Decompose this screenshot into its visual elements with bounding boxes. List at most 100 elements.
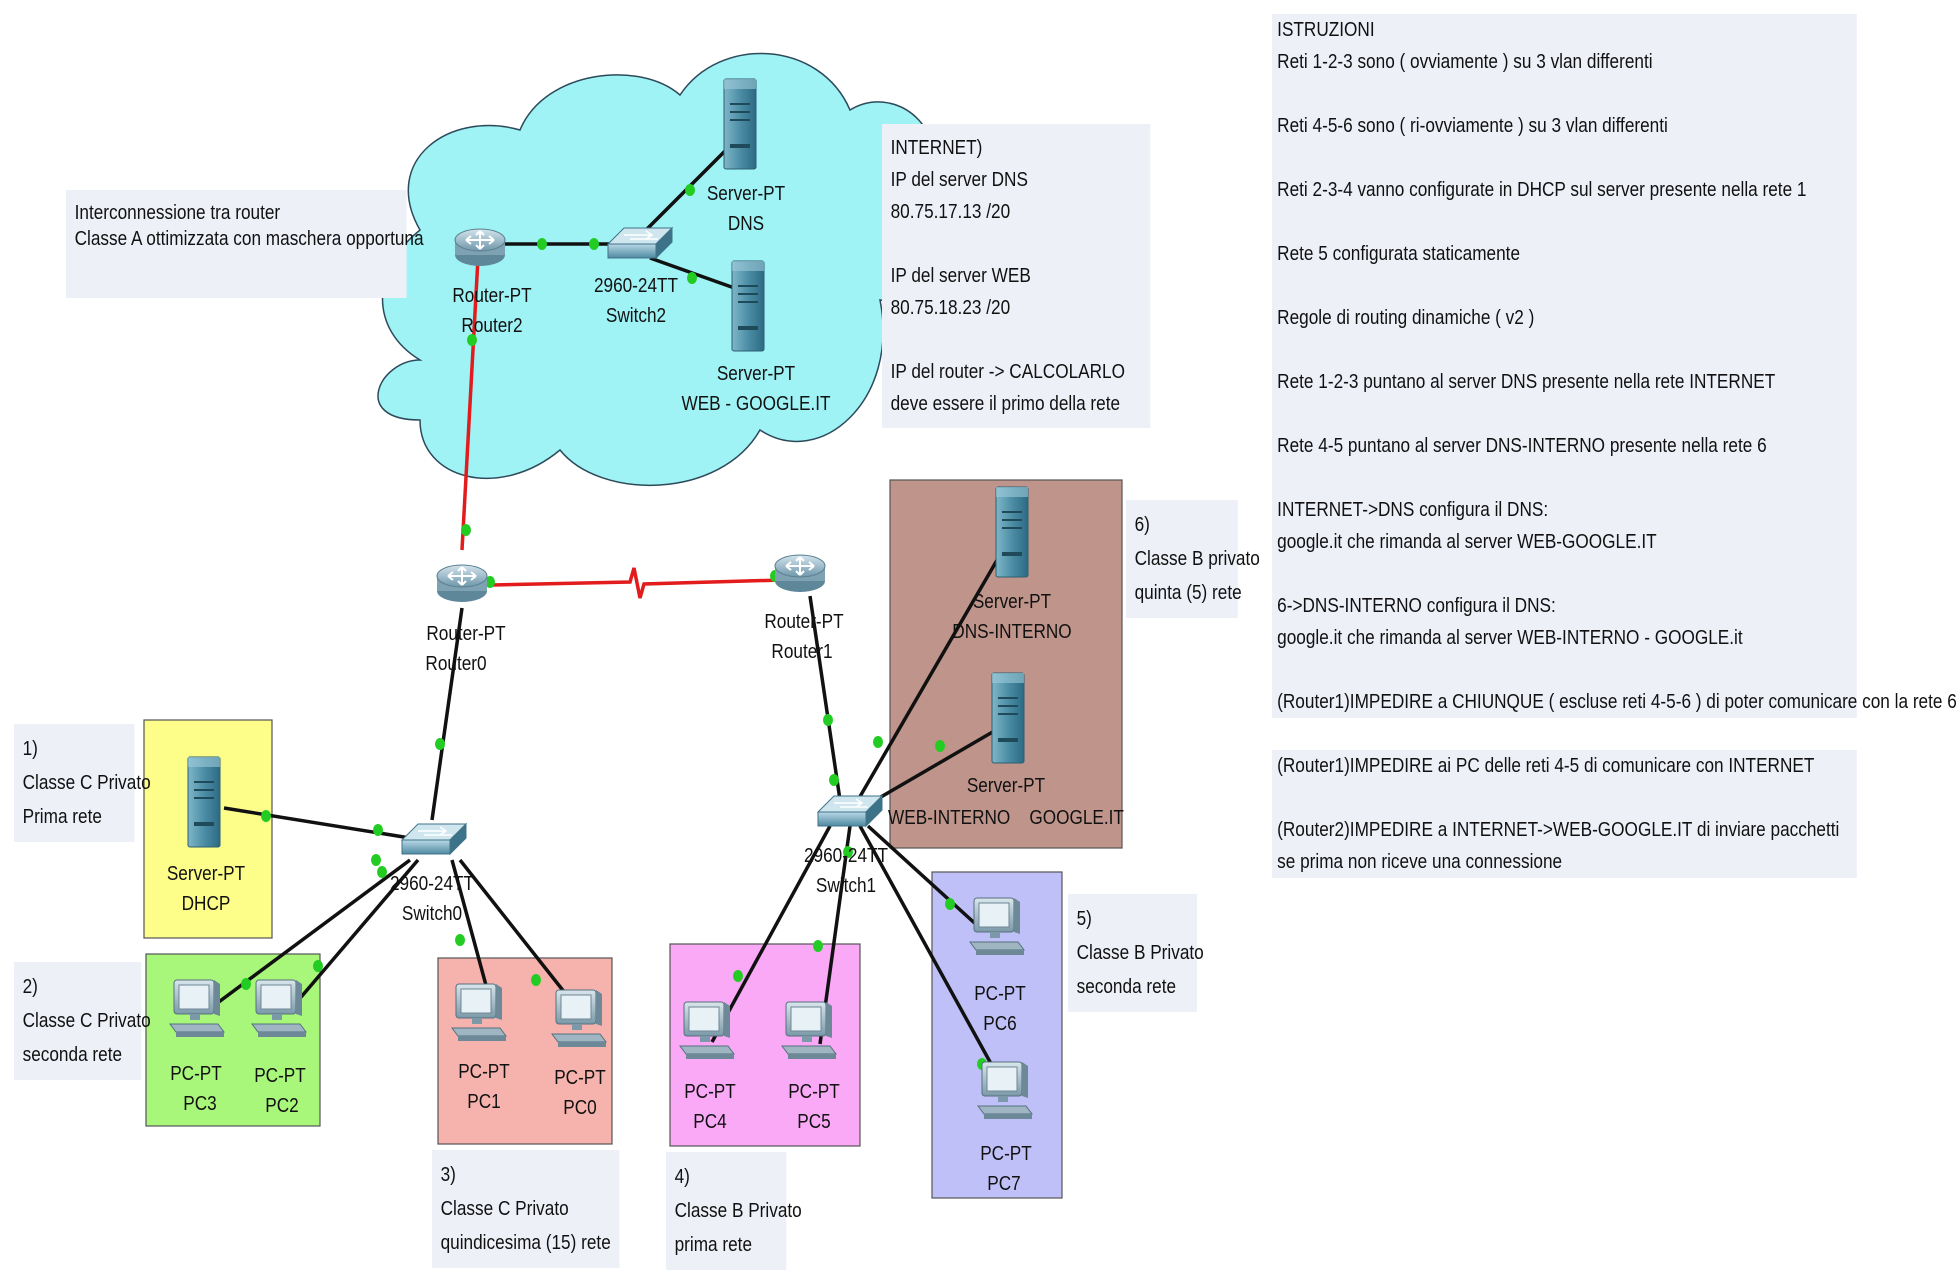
instruction-line: Reti 1-2-3 sono ( ovviamente ) su 3 vlan… — [1272, 46, 1857, 78]
server-dns-name-label: DNS — [728, 212, 764, 235]
pc5-type-label: PC-PT — [788, 1080, 840, 1103]
pc7-type-label: PC-PT — [980, 1142, 1032, 1165]
note-rete2: 2) Classe C Privato seconda rete — [14, 962, 151, 1080]
note-line: IP del server WEB — [890, 265, 1031, 287]
router1-name-label: Router1 — [771, 640, 832, 663]
switch2-name-label: Switch2 — [606, 304, 666, 327]
spacer — [1272, 654, 1857, 686]
server-web[interactable] — [731, 260, 765, 352]
link-light — [813, 940, 823, 952]
link-light — [873, 736, 883, 748]
instruction-line: Rete 4-5 puntano al server DNS-INTERNO p… — [1272, 430, 1857, 462]
server-web-interno[interactable] — [991, 672, 1025, 764]
server-web-interno-type-label: Server-PT — [967, 774, 1045, 797]
note-line: seconda rete — [1076, 976, 1177, 998]
note-line: IP del router -> CALCOLARLO — [890, 361, 1125, 383]
note-line: 2) — [22, 976, 38, 998]
note-interconnessione: Interconnessione tra router Classe A ott… — [66, 190, 424, 298]
instruction-line: google.it che rimanda al server WEB-INTE… — [1272, 622, 1857, 654]
pc0[interactable] — [551, 989, 607, 1048]
pc1[interactable] — [451, 983, 507, 1042]
server-web-type-label: Server-PT — [717, 362, 795, 385]
router0[interactable] — [436, 564, 488, 603]
server-dns[interactable] — [723, 78, 757, 170]
instruction-line: se prima non riceve una connessione — [1272, 846, 1857, 878]
instruction-line: Rete 5 configurata staticamente — [1272, 238, 1857, 270]
router2-name-label: Router2 — [461, 314, 522, 337]
note-line: Prima rete — [22, 806, 102, 828]
note-line: 4) — [674, 1166, 690, 1188]
note-rete4: 4) Classe B Privato prima rete — [666, 1152, 802, 1270]
server-web-interno-name-label: WEB-INTERNO GOOGLE.IT — [888, 806, 1124, 829]
pc1-name-label: PC1 — [467, 1090, 500, 1113]
link-light — [241, 978, 251, 990]
note-line: INTERNET) — [890, 137, 983, 159]
switch2-type-label: 2960-24TT — [594, 274, 678, 297]
topology-canvas: Router-PT Router2 2960-24TT Switch2 Serv… — [143, 52, 1124, 1199]
link-light — [945, 898, 955, 910]
spacer — [1272, 78, 1857, 110]
spacer — [1272, 782, 1857, 814]
instruction-line: google.it che rimanda al server WEB-GOOG… — [1272, 526, 1857, 558]
router1[interactable] — [774, 554, 826, 593]
note-rete5: 5) Classe B Privato seconda rete — [1068, 894, 1204, 1012]
spacer — [1272, 270, 1857, 302]
link-light — [313, 960, 323, 972]
pc5[interactable] — [781, 1001, 837, 1060]
router2-type-label: Router-PT — [452, 284, 531, 307]
pc3[interactable] — [169, 979, 225, 1038]
server-dns-type-label: Server-PT — [707, 182, 785, 205]
note-line: Classe C Privato — [440, 1198, 569, 1220]
pc6-name-label: PC6 — [983, 1012, 1016, 1035]
link-light — [589, 238, 599, 250]
server-dns-interno-type-label: Server-PT — [973, 590, 1051, 613]
note-line: 80.75.18.23 /20 — [890, 297, 1011, 319]
instruction-line: Reti 4-5-6 sono ( ri-ovviamente ) su 3 v… — [1272, 110, 1857, 142]
instruction-line: INTERNET->DNS configura il DNS: — [1272, 494, 1857, 526]
note-rete1: 1) Classe C Privato Prima rete — [14, 724, 151, 842]
pc2[interactable] — [251, 979, 307, 1038]
switch1-name-label: Switch1 — [816, 874, 876, 897]
link-light — [371, 854, 381, 866]
note-line: prima rete — [674, 1234, 753, 1256]
server-dhcp[interactable] — [187, 756, 221, 848]
spacer — [1272, 334, 1857, 366]
server-dns-interno-name-label: DNS-INTERNO — [952, 620, 1071, 643]
note-line: 1) — [22, 738, 38, 760]
note-line: quindicesima (15) rete — [440, 1232, 611, 1254]
router0-type-label: Router-PT — [426, 622, 505, 645]
switch0[interactable] — [401, 823, 467, 855]
pc3-type-label: PC-PT — [170, 1062, 222, 1085]
server-dns-interno[interactable] — [995, 486, 1029, 578]
switch0-type-label: 2960-24TT — [390, 872, 474, 895]
pc4[interactable] — [679, 1001, 735, 1060]
switch1[interactable] — [817, 795, 883, 827]
instruction-line: (Router1)IMPEDIRE a CHIUNQUE ( escluse r… — [1272, 686, 1957, 718]
link-light — [687, 272, 697, 284]
pc2-type-label: PC-PT — [254, 1064, 306, 1087]
note-line: quinta (5) rete — [1134, 582, 1242, 604]
pc4-name-label: PC4 — [693, 1110, 726, 1133]
link-light — [733, 970, 743, 982]
link-light — [843, 846, 853, 858]
link-light — [455, 934, 465, 946]
pc2-name-label: PC2 — [265, 1094, 298, 1117]
link-light — [461, 524, 471, 536]
network-diagram: Router-PT Router2 2960-24TT Switch2 Serv… — [14, 14, 1957, 1270]
note-line: 80.75.17.13 /20 — [890, 201, 1011, 223]
link-light — [935, 740, 945, 752]
note-rete3: 3) Classe C Privato quindicesima (15) re… — [432, 1150, 620, 1268]
instruction-line: Rete 1-2-3 puntano al server DNS present… — [1272, 366, 1857, 398]
internet-cloud — [377, 52, 944, 487]
link-light — [467, 334, 477, 346]
pc4-type-label: PC-PT — [684, 1080, 736, 1103]
router2[interactable] — [454, 228, 506, 267]
pc7[interactable] — [977, 1061, 1033, 1120]
link-light — [829, 774, 839, 786]
spacer — [1272, 206, 1857, 238]
switch0-name-label: Switch0 — [402, 902, 462, 925]
pc6[interactable] — [969, 897, 1025, 956]
pc6-type-label: PC-PT — [974, 982, 1026, 1005]
pc5-name-label: PC5 — [797, 1110, 830, 1133]
instructions-panel: ISTRUZIONI Reti 1-2-3 sono ( ovviamente … — [1272, 14, 1957, 878]
